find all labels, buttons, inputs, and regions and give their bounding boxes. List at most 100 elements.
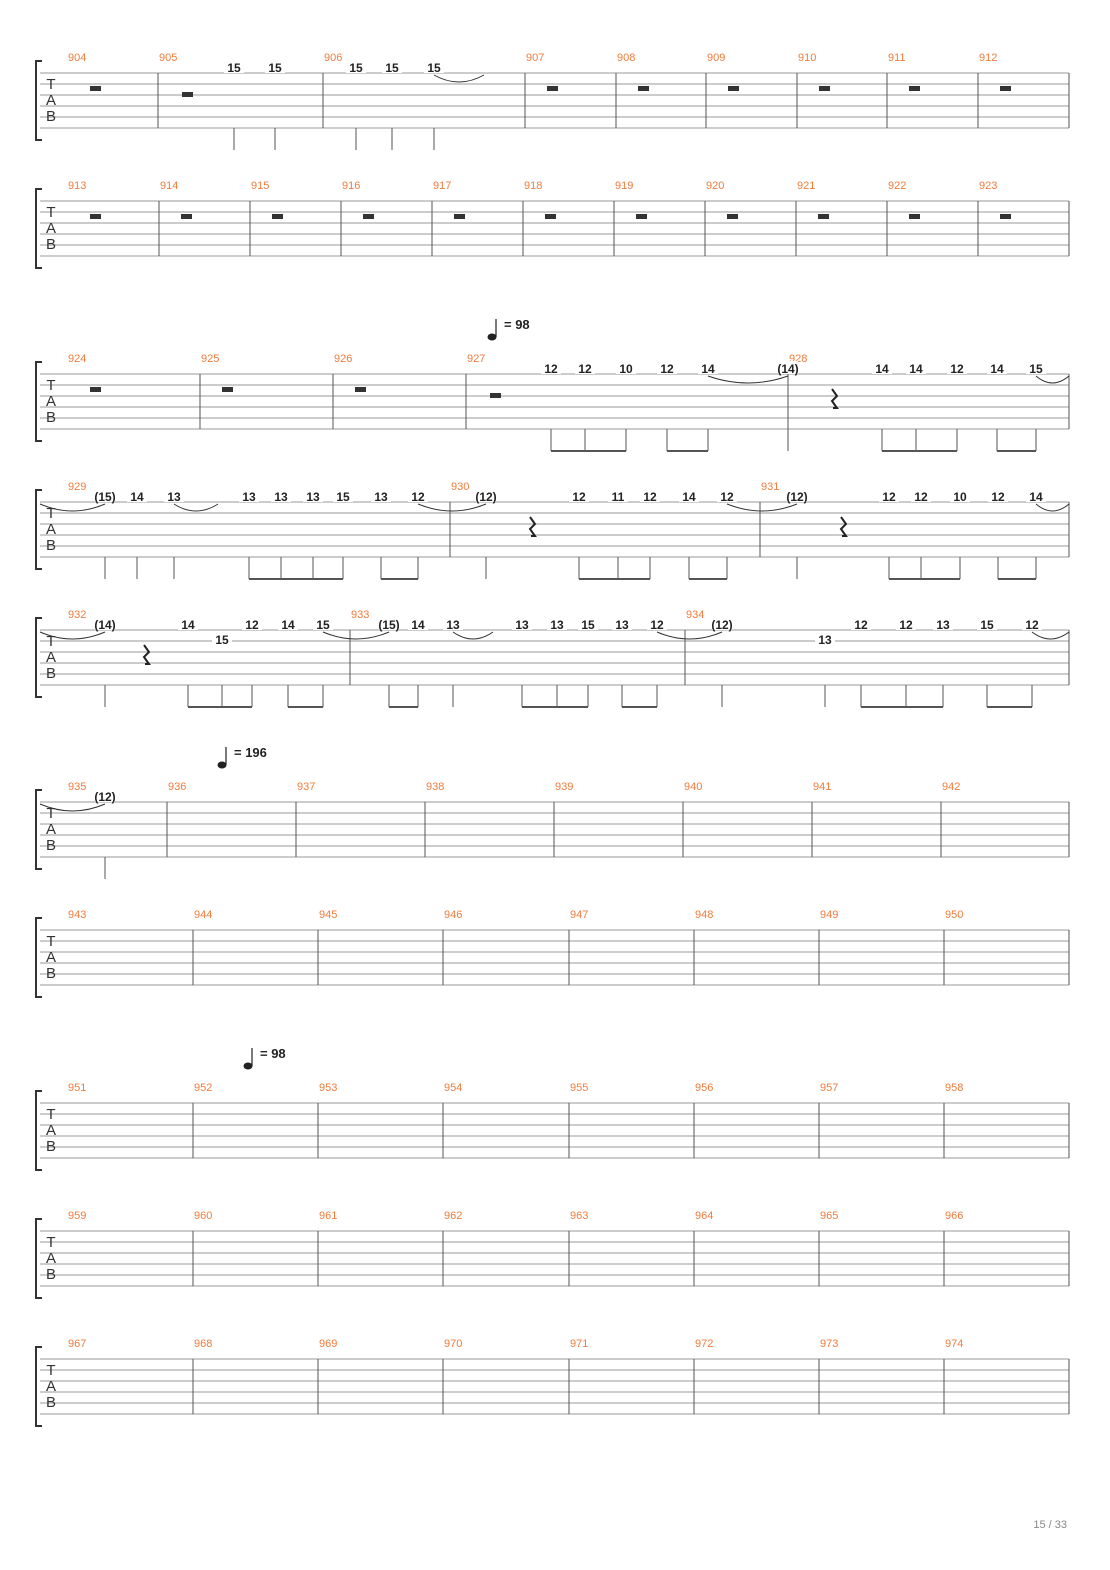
rest	[636, 214, 647, 219]
fret-knockout	[408, 489, 428, 502]
fret-number: 15	[581, 618, 595, 632]
tie	[1035, 375, 1070, 384]
measure-number: 920	[706, 180, 724, 192]
measure-number: 927	[467, 353, 485, 365]
fret-knockout	[271, 489, 291, 502]
measure-number: 924	[68, 353, 86, 365]
fret-knockout	[512, 617, 532, 630]
clef-letter: A	[46, 949, 56, 966]
clef-letter: A	[46, 649, 56, 666]
fret-number: 14	[682, 490, 696, 504]
fret-number: 12	[914, 490, 928, 504]
fret-knockout	[278, 617, 298, 630]
fret-number: 13	[515, 618, 529, 632]
fret-knockout	[569, 489, 589, 502]
clef-letter: B	[46, 965, 56, 982]
fret-number: 13	[446, 618, 460, 632]
measure-number: 954	[444, 1082, 462, 1094]
fret-number: 14	[130, 490, 144, 504]
fret-knockout	[476, 489, 496, 502]
tie	[726, 503, 798, 512]
rest	[909, 86, 920, 91]
fret-knockout	[443, 617, 463, 630]
measure-number: 914	[160, 180, 178, 192]
fret-knockout	[778, 361, 798, 374]
fret-number: (14)	[94, 618, 115, 632]
measure-number: 904	[68, 52, 86, 64]
measure-number: 948	[695, 909, 713, 921]
fret-knockout	[988, 489, 1008, 502]
fret-number: 15	[385, 61, 399, 75]
measure-number: 971	[570, 1338, 588, 1350]
fret-knockout	[872, 361, 892, 374]
measure-number: 909	[707, 52, 725, 64]
clef-letter: A	[46, 1122, 56, 1139]
fret-knockout	[95, 789, 115, 802]
fret-number: 12	[854, 618, 868, 632]
system-bracket	[35, 1346, 42, 1427]
fret-knockout	[164, 489, 184, 502]
rest	[727, 214, 738, 219]
measure-number: 934	[686, 609, 704, 621]
tie	[1035, 503, 1070, 512]
fret-knockout	[911, 489, 931, 502]
tempo-marking: = 98	[260, 1046, 286, 1061]
fret-knockout	[242, 617, 262, 630]
system-bracket	[35, 789, 42, 870]
clef-letter: A	[46, 1250, 56, 1267]
measure-number: 946	[444, 909, 462, 921]
measure-number: 951	[68, 1082, 86, 1094]
fret-knockout	[575, 361, 595, 374]
system-bracket	[35, 361, 42, 442]
fret-number: 12	[572, 490, 586, 504]
measure-number: 950	[945, 909, 963, 921]
fret-number: 15	[336, 490, 350, 504]
measure-number: 973	[820, 1338, 838, 1350]
rest	[182, 92, 193, 97]
measure-number: 922	[888, 180, 906, 192]
tie	[173, 503, 219, 512]
tempo-note-icon	[243, 1062, 253, 1070]
rest	[90, 86, 101, 91]
fret-number: 13	[936, 618, 950, 632]
measure-number: 945	[319, 909, 337, 921]
clef-letter: T	[46, 933, 55, 950]
fret-number: 12	[720, 490, 734, 504]
fret-number: 14	[1029, 490, 1043, 504]
fret-knockout	[379, 617, 399, 630]
measure-number: 974	[945, 1338, 963, 1350]
measure-number: 921	[797, 180, 815, 192]
measure-number: 938	[426, 781, 444, 793]
measure-number: 968	[194, 1338, 212, 1350]
fret-number: 15	[980, 618, 994, 632]
rest	[355, 387, 366, 392]
fret-number: 15	[316, 618, 330, 632]
tie	[39, 503, 106, 512]
clef-letter: B	[46, 665, 56, 682]
clef-letter: B	[46, 1138, 56, 1155]
measure-number: 937	[297, 781, 315, 793]
fret-number: (12)	[786, 490, 807, 504]
fret-knockout	[424, 60, 444, 73]
quarter-rest	[142, 644, 151, 665]
measure-number: 908	[617, 52, 635, 64]
fret-number: 12	[660, 362, 674, 376]
fret-number: 12	[245, 618, 259, 632]
fret-knockout	[717, 489, 737, 502]
measure-number: 942	[942, 781, 960, 793]
measure-number: 907	[526, 52, 544, 64]
rest	[1000, 214, 1011, 219]
measure-number: 959	[68, 1210, 86, 1222]
measure-number: 911	[888, 52, 906, 64]
measure-number: 931	[761, 481, 779, 493]
fret-knockout	[987, 361, 1007, 374]
fret-knockout	[657, 361, 677, 374]
fret-knockout	[346, 60, 366, 73]
rest	[490, 393, 501, 398]
measure-number: 915	[251, 180, 269, 192]
fret-knockout	[1022, 617, 1042, 630]
measure-number: 965	[820, 1210, 838, 1222]
system-bracket	[35, 917, 42, 998]
